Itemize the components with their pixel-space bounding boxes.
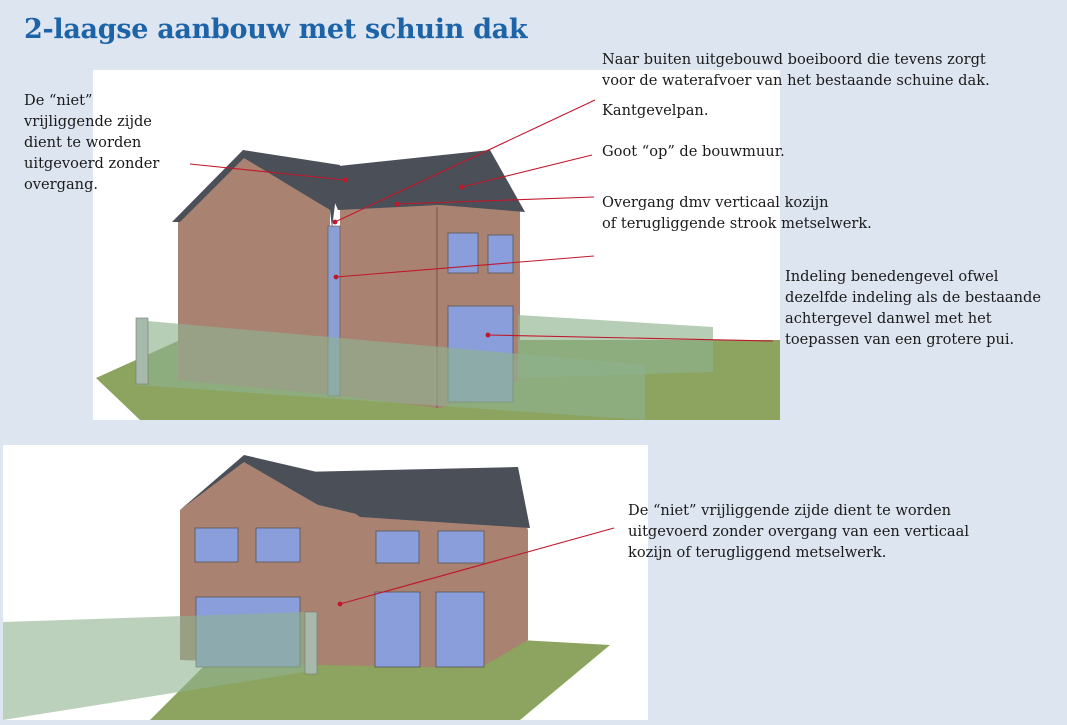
leader-line-bottom	[339, 527, 615, 605]
fence-post	[304, 611, 318, 675]
annotation-niet-vrijliggend-bottom: De “niet” vrijliggende zijde dient te wo…	[628, 502, 969, 561]
window	[437, 530, 485, 564]
window	[375, 530, 420, 564]
door	[374, 591, 421, 668]
leader-lines-top	[189, 99, 774, 342]
annotation-boeiboord: Naar buiten uitgebouwd boeiboord die tev…	[602, 51, 990, 89]
annotation-indeling: Indeling benedengevel ofwel dezelfde ind…	[785, 268, 1041, 348]
fence-left	[136, 320, 645, 420]
annotation-overgang: Overgang dmv verticaal kozijn of terugli…	[602, 194, 872, 232]
fence-right	[518, 315, 713, 378]
existing-roof	[172, 150, 340, 228]
fence	[3, 612, 305, 720]
annotation-kantgevelpan: Kantgevelpan.	[602, 102, 709, 119]
page-title: 2-laagse aanbouw met schuin dak	[24, 14, 528, 45]
window	[487, 234, 514, 274]
top-render	[96, 99, 780, 420]
leader-dots-top	[332, 177, 491, 338]
leader-dot-bottom	[337, 601, 343, 607]
roof-right	[300, 467, 530, 528]
roof-left	[180, 455, 360, 515]
fence-post	[135, 317, 149, 385]
door	[435, 591, 485, 668]
bottom-render	[3, 455, 615, 720]
window	[255, 527, 301, 563]
annotation-niet-vrijliggend: De “niet” vrijliggende zijde dient te wo…	[24, 92, 160, 193]
annotation-goot: Goot “op” de bouwmuur.	[602, 143, 785, 160]
window	[194, 527, 239, 563]
